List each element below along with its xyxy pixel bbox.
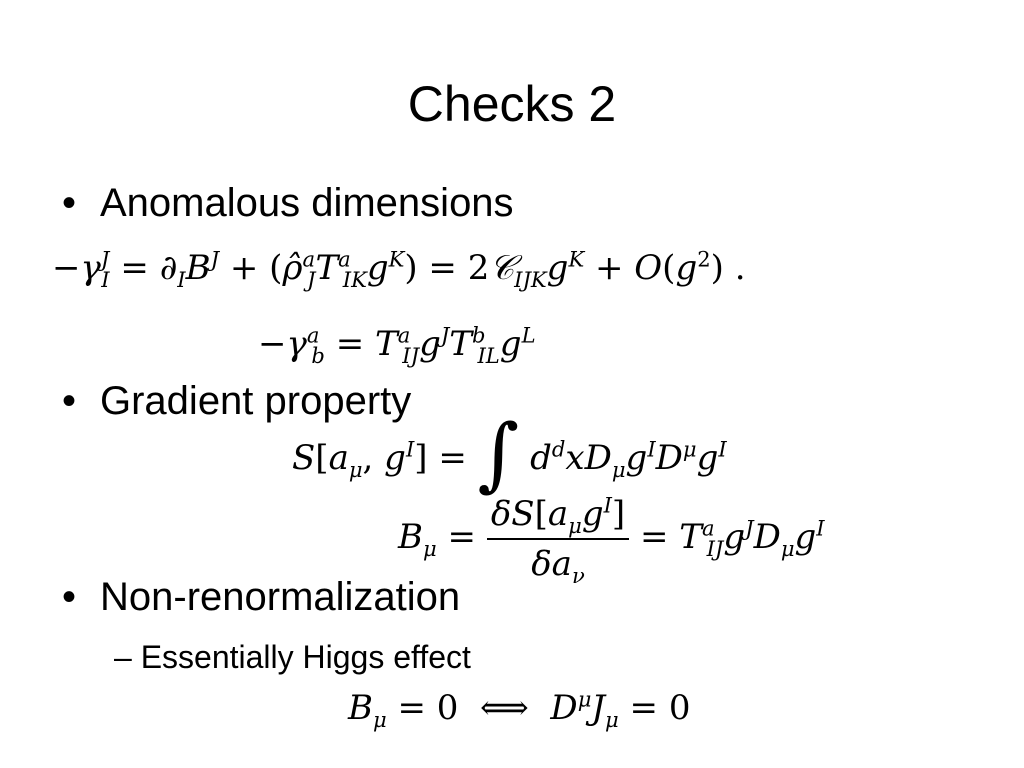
bullet-anomalous-dimensions: • Anomalous dimensions xyxy=(62,180,514,226)
bullet-text: Non-renormalization xyxy=(100,575,461,619)
slide-title: Checks 2 xyxy=(407,76,617,132)
bullet-non-renormalization: • Non-renormalization xyxy=(62,574,460,620)
equation-action: S[aμ, gI] = ∫ ddxDμgIDμgI xyxy=(292,407,727,500)
bullet-marker: • xyxy=(62,181,77,225)
equation-anomalous-dimension-b: −γab = TaIJgJTbILgL xyxy=(258,322,536,368)
bullet-text: Anomalous dimensions xyxy=(100,181,514,225)
bullet-marker: • xyxy=(62,379,77,423)
subbullet-higgs-effect: – Essentially Higgs effect xyxy=(114,638,471,676)
fraction: δS[aμgI] δaν xyxy=(486,492,630,586)
subbullet-text: Essentially Higgs effect xyxy=(140,639,471,675)
bullet-marker: • xyxy=(62,575,77,619)
bullet-text: Gradient property xyxy=(100,379,412,423)
equation-anomalous-dimension-gauge: −γJI = ∂IBJ + (ρ̂aJTaIKgK) = 2𝒞IJKgK + O… xyxy=(52,246,746,292)
equation-gradient: Bμ = δS[aμgI] δaν = TaIJgJDμgI xyxy=(398,492,825,588)
bullet-gradient-property: • Gradient property xyxy=(62,378,411,424)
subbullet-marker: – xyxy=(114,639,132,675)
equation-equivalence: Bμ = 0 ⟺ DμJμ = 0 xyxy=(348,686,691,732)
